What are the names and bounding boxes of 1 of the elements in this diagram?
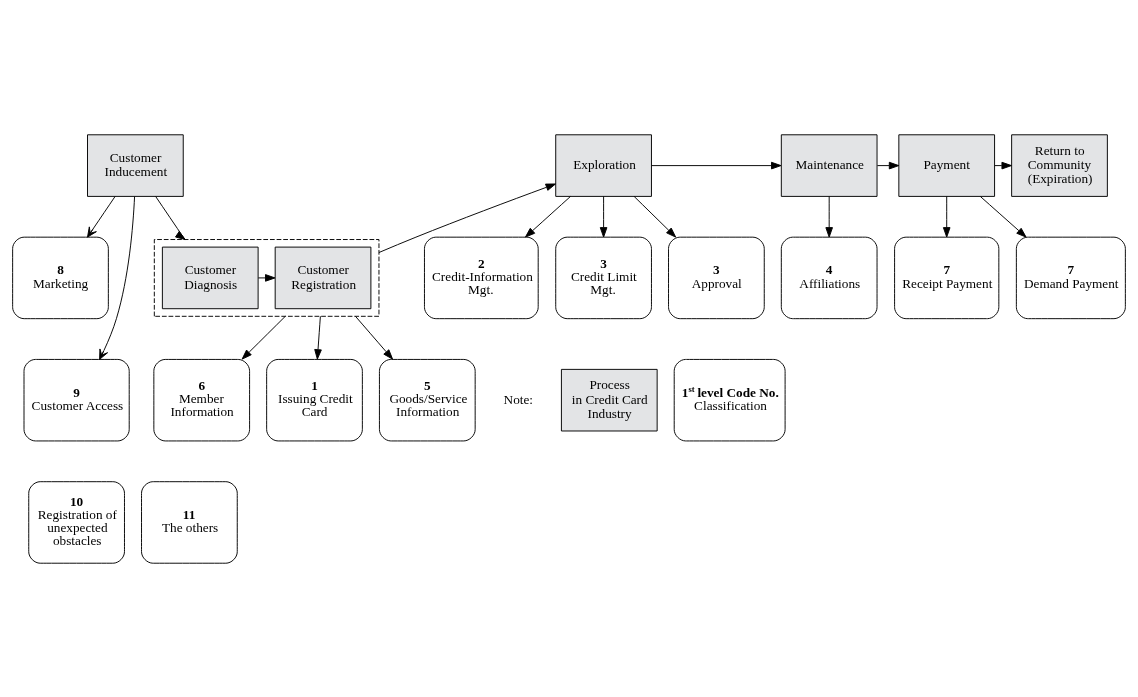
label: Note: xyxy=(503,391,534,407)
